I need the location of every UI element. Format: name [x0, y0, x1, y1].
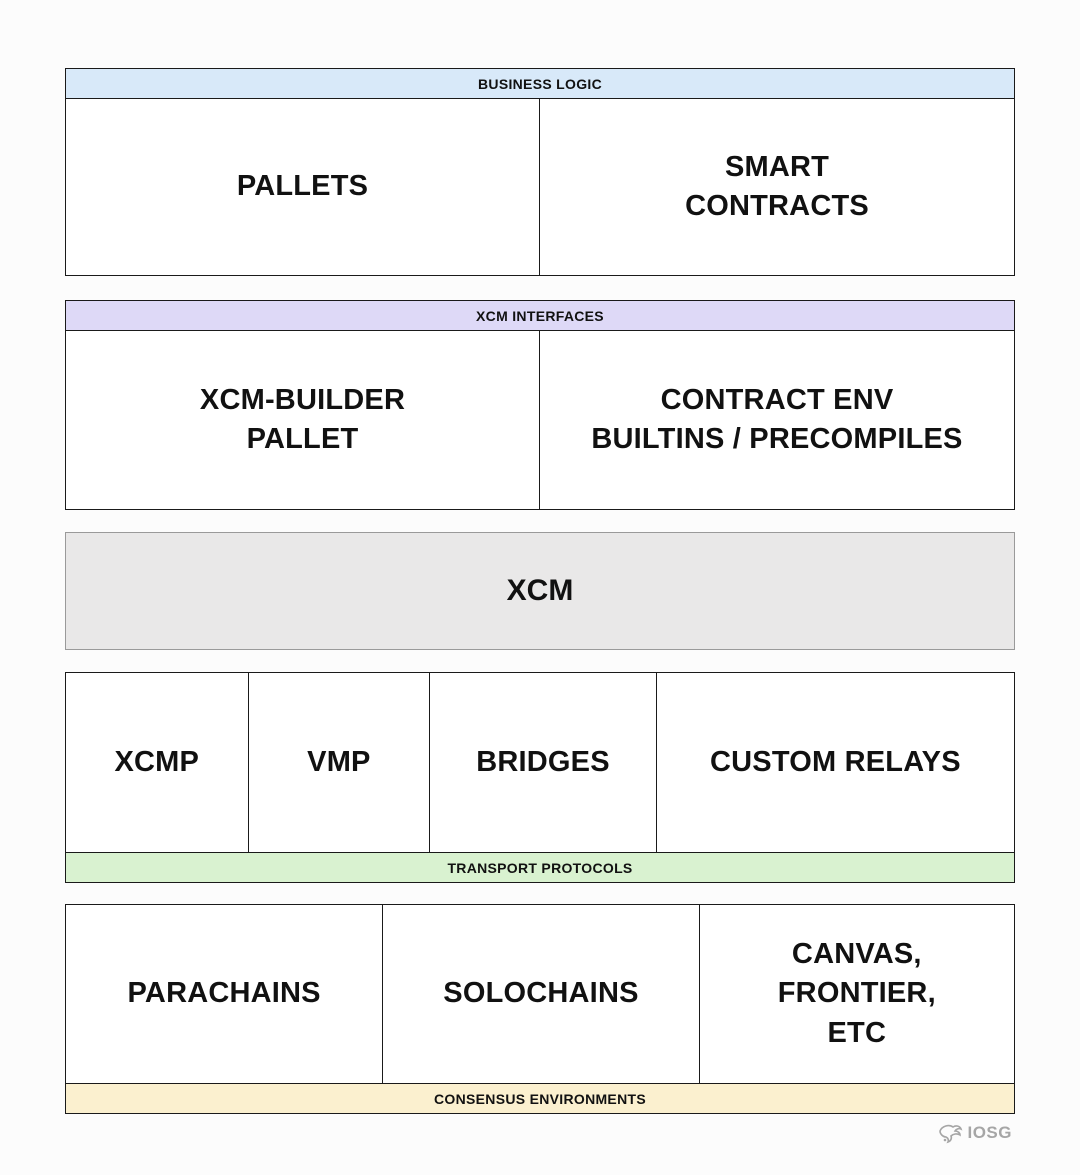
layer-business-logic: BUSINESS LOGIC PALLETS SMART CONTRACTS — [65, 68, 1015, 276]
cell-xcm-builder-pallet: XCM-BUILDER PALLET — [66, 331, 540, 509]
transport-protocols-cells: XCMP VMP BRIDGES CUSTOM RELAYS — [65, 672, 1015, 853]
iosg-watermark-label: IOSG — [967, 1123, 1012, 1142]
transport-protocols-band: TRANSPORT PROTOCOLS — [65, 853, 1015, 883]
layer-xcm-interfaces: XCM INTERFACES XCM-BUILDER PALLET CONTRA… — [65, 300, 1015, 510]
cell-canvas-frontier-etc: CANVAS, FRONTIER, ETC — [777, 938, 936, 1049]
layer-consensus-environments: PARACHAINS SOLOCHAINS CANVAS, FRONTIER, … — [65, 904, 1015, 1114]
xcm-interfaces-band: XCM INTERFACES — [65, 300, 1015, 330]
iosg-bird-icon — [937, 1121, 963, 1145]
architecture-diagram: BUSINESS LOGIC PALLETS SMART CONTRACTS X… — [65, 68, 1015, 1114]
cell-parachains: PARACHAINS — [66, 905, 384, 1083]
layer-transport-protocols: XCMP VMP BRIDGES CUSTOM RELAYS TRANSPORT… — [65, 672, 1015, 883]
consensus-environments-cells: PARACHAINS SOLOCHAINS CANVAS, FRONTIER, … — [65, 904, 1015, 1084]
business-logic-band: BUSINESS LOGIC — [65, 68, 1015, 98]
cell-contract-env-builtins: CONTRACT ENV BUILTINS / PRECOMPILES — [591, 383, 963, 455]
cell-pallets: PALLETS — [66, 99, 540, 275]
cell-custom-relays: CUSTOM RELAYS — [710, 745, 961, 778]
xcm-interfaces-cells: XCM-BUILDER PALLET CONTRACT ENV BUILTINS… — [65, 330, 1015, 510]
consensus-environments-band: CONSENSUS ENVIRONMENTS — [65, 1084, 1015, 1114]
cell-smart-contracts: SMART CONTRACTS — [685, 150, 869, 222]
cell-solochains: SOLOCHAINS — [383, 905, 700, 1083]
xcm-box: XCM — [65, 532, 1015, 650]
business-logic-cells: PALLETS SMART CONTRACTS — [65, 98, 1015, 276]
iosg-watermark: IOSG — [937, 1121, 1012, 1145]
cell-bridges: BRIDGES — [430, 673, 657, 852]
cell-xcmp: XCMP — [66, 673, 249, 852]
cell-vmp: VMP — [249, 673, 431, 852]
